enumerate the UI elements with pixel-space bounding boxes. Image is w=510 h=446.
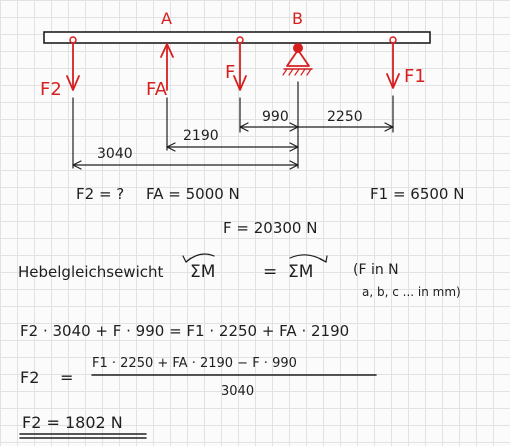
force-f2-label: F2	[40, 79, 62, 100]
force-f2-arrow	[66, 36, 80, 91]
fraction-eq: =	[60, 368, 73, 387]
given-f2: F2 = ?	[76, 185, 124, 203]
point-b-label: B	[292, 9, 303, 28]
given-f: F = 20300 N	[223, 219, 317, 237]
given-fa: FA = 5000 N	[146, 185, 240, 203]
fraction-numerator: F1 · 2250 + FA · 2190 − F · 990	[92, 356, 297, 371]
units-note-line2: a, b, c ... in mm)	[362, 285, 461, 299]
moment-arrowhead-cw	[319, 255, 328, 263]
given-f1: F1 = 6500 N	[370, 185, 464, 203]
dim-line-2250	[297, 122, 394, 132]
units-note-line1: (F in N	[353, 262, 399, 278]
principle-label: Hebelgleichsewicht	[18, 263, 163, 281]
sum-moments-left: ΣM	[190, 262, 215, 282]
principle-eq: =	[263, 262, 277, 282]
force-fa-arrow	[160, 43, 174, 91]
force-f-arrow	[233, 36, 247, 91]
force-f1-label: F1	[404, 66, 426, 87]
force-f-label: F	[225, 62, 235, 83]
dim-label-2190: 2190	[183, 128, 219, 144]
force-f1-arrow	[386, 36, 400, 89]
force-fa-label: FA	[146, 79, 168, 100]
point-a-label: A	[161, 9, 172, 28]
fraction-denominator: 3040	[221, 384, 254, 399]
pin-support	[282, 43, 313, 76]
fraction-lhs: F2	[20, 368, 39, 387]
balance-equation: F2 · 3040 + F · 990 = F1 · 2250 + FA · 2…	[20, 322, 349, 340]
dim-label-990: 990	[262, 109, 289, 125]
result: F2 = 1802 N	[22, 413, 123, 432]
moment-arc-cw	[289, 254, 327, 263]
moment-arrowhead-ccw	[182, 255, 192, 263]
beam	[43, 31, 431, 44]
sum-moments-right: ΣM	[288, 262, 313, 282]
dim-line-2190	[166, 142, 299, 152]
dim-label-2250: 2250	[327, 109, 363, 125]
dim-line-3040	[72, 160, 299, 170]
dim-label-3040: 3040	[97, 146, 133, 162]
